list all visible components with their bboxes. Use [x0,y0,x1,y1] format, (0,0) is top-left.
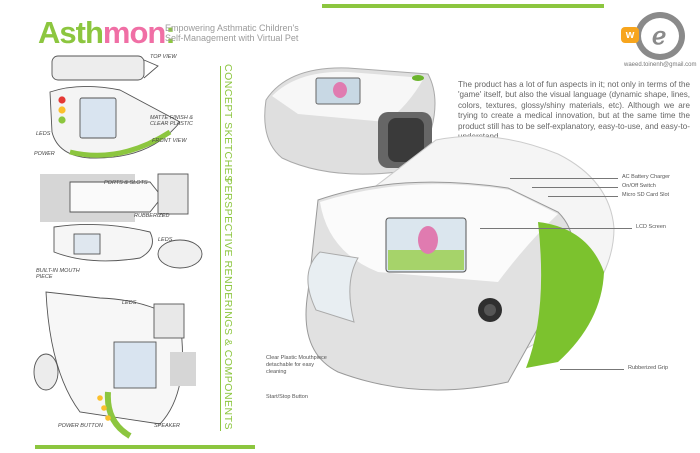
author-email: waeed.toinenh@gmail.com [624,62,697,68]
logo-mark-icon: ℯ [652,23,667,50]
callout-on-off-switch: On/Off Switch [622,183,656,189]
sketch-label-top-view: TOP VIEW [150,54,177,60]
sketch-label-ports: PORTS & SLOTS [104,180,148,186]
top-accent-bar [322,4,604,8]
sketch-label-power-button: POWER BUTTON [58,423,103,429]
callout-start-stop: Start/Stop Button [266,394,308,400]
section-concept-sketches: CONCEPT SKETCHES [222,64,234,183]
sketch-label-rubberized: RUBBERIZED [134,213,170,219]
sketch-label-built-in: BUILT-IN MOUTH PIECE [36,268,80,280]
product-render-small [264,67,436,175]
callout-leader-sd [548,196,618,197]
divider-concept [220,66,221,176]
sketch-label-leds: LEDS [36,131,51,137]
product-render-large [305,135,615,391]
callout-leader-lcd [480,228,632,229]
callout-leader-ac [510,178,618,179]
bottom-accent-bar [35,445,255,449]
callout-lcd-screen: LCD Screen [636,224,666,230]
divider-perspective [220,176,221,431]
sketch-label-leds-3: LEDS [122,300,137,306]
callout-leader-onoff [532,187,618,188]
callout-rubberized-grip: Rubberized Grip [628,365,669,371]
page-subtitle: Empowering Asthmatic Children's Self-Man… [165,23,299,43]
sketch-label-power: POWER [34,151,55,157]
callout-leader-grip [560,369,624,370]
page-title: Asthmon: [38,15,176,50]
sketch-label-leds-2: LEDS [158,237,173,243]
logo-badge: w [621,27,639,43]
sketch-label-speaker: SPEAKER [154,423,180,429]
sketch-label-front-view: FRONT VIEW [152,138,187,144]
callout-ac-charger: AC Battery Charger [622,174,670,180]
callout-mouthpiece: Clear Plastic Mouthpiece detachable for … [266,355,327,375]
callout-sd-slot: Micro SD Card Slot [622,192,670,198]
concept-sketches-illustration [33,55,203,439]
sketch-label-matte: MATTE FINISH & CLEAR PLASTIC [150,115,193,127]
section-perspective-renderings: PERSPECTIVE RENDERINGS & COMPONENTS [222,178,234,431]
